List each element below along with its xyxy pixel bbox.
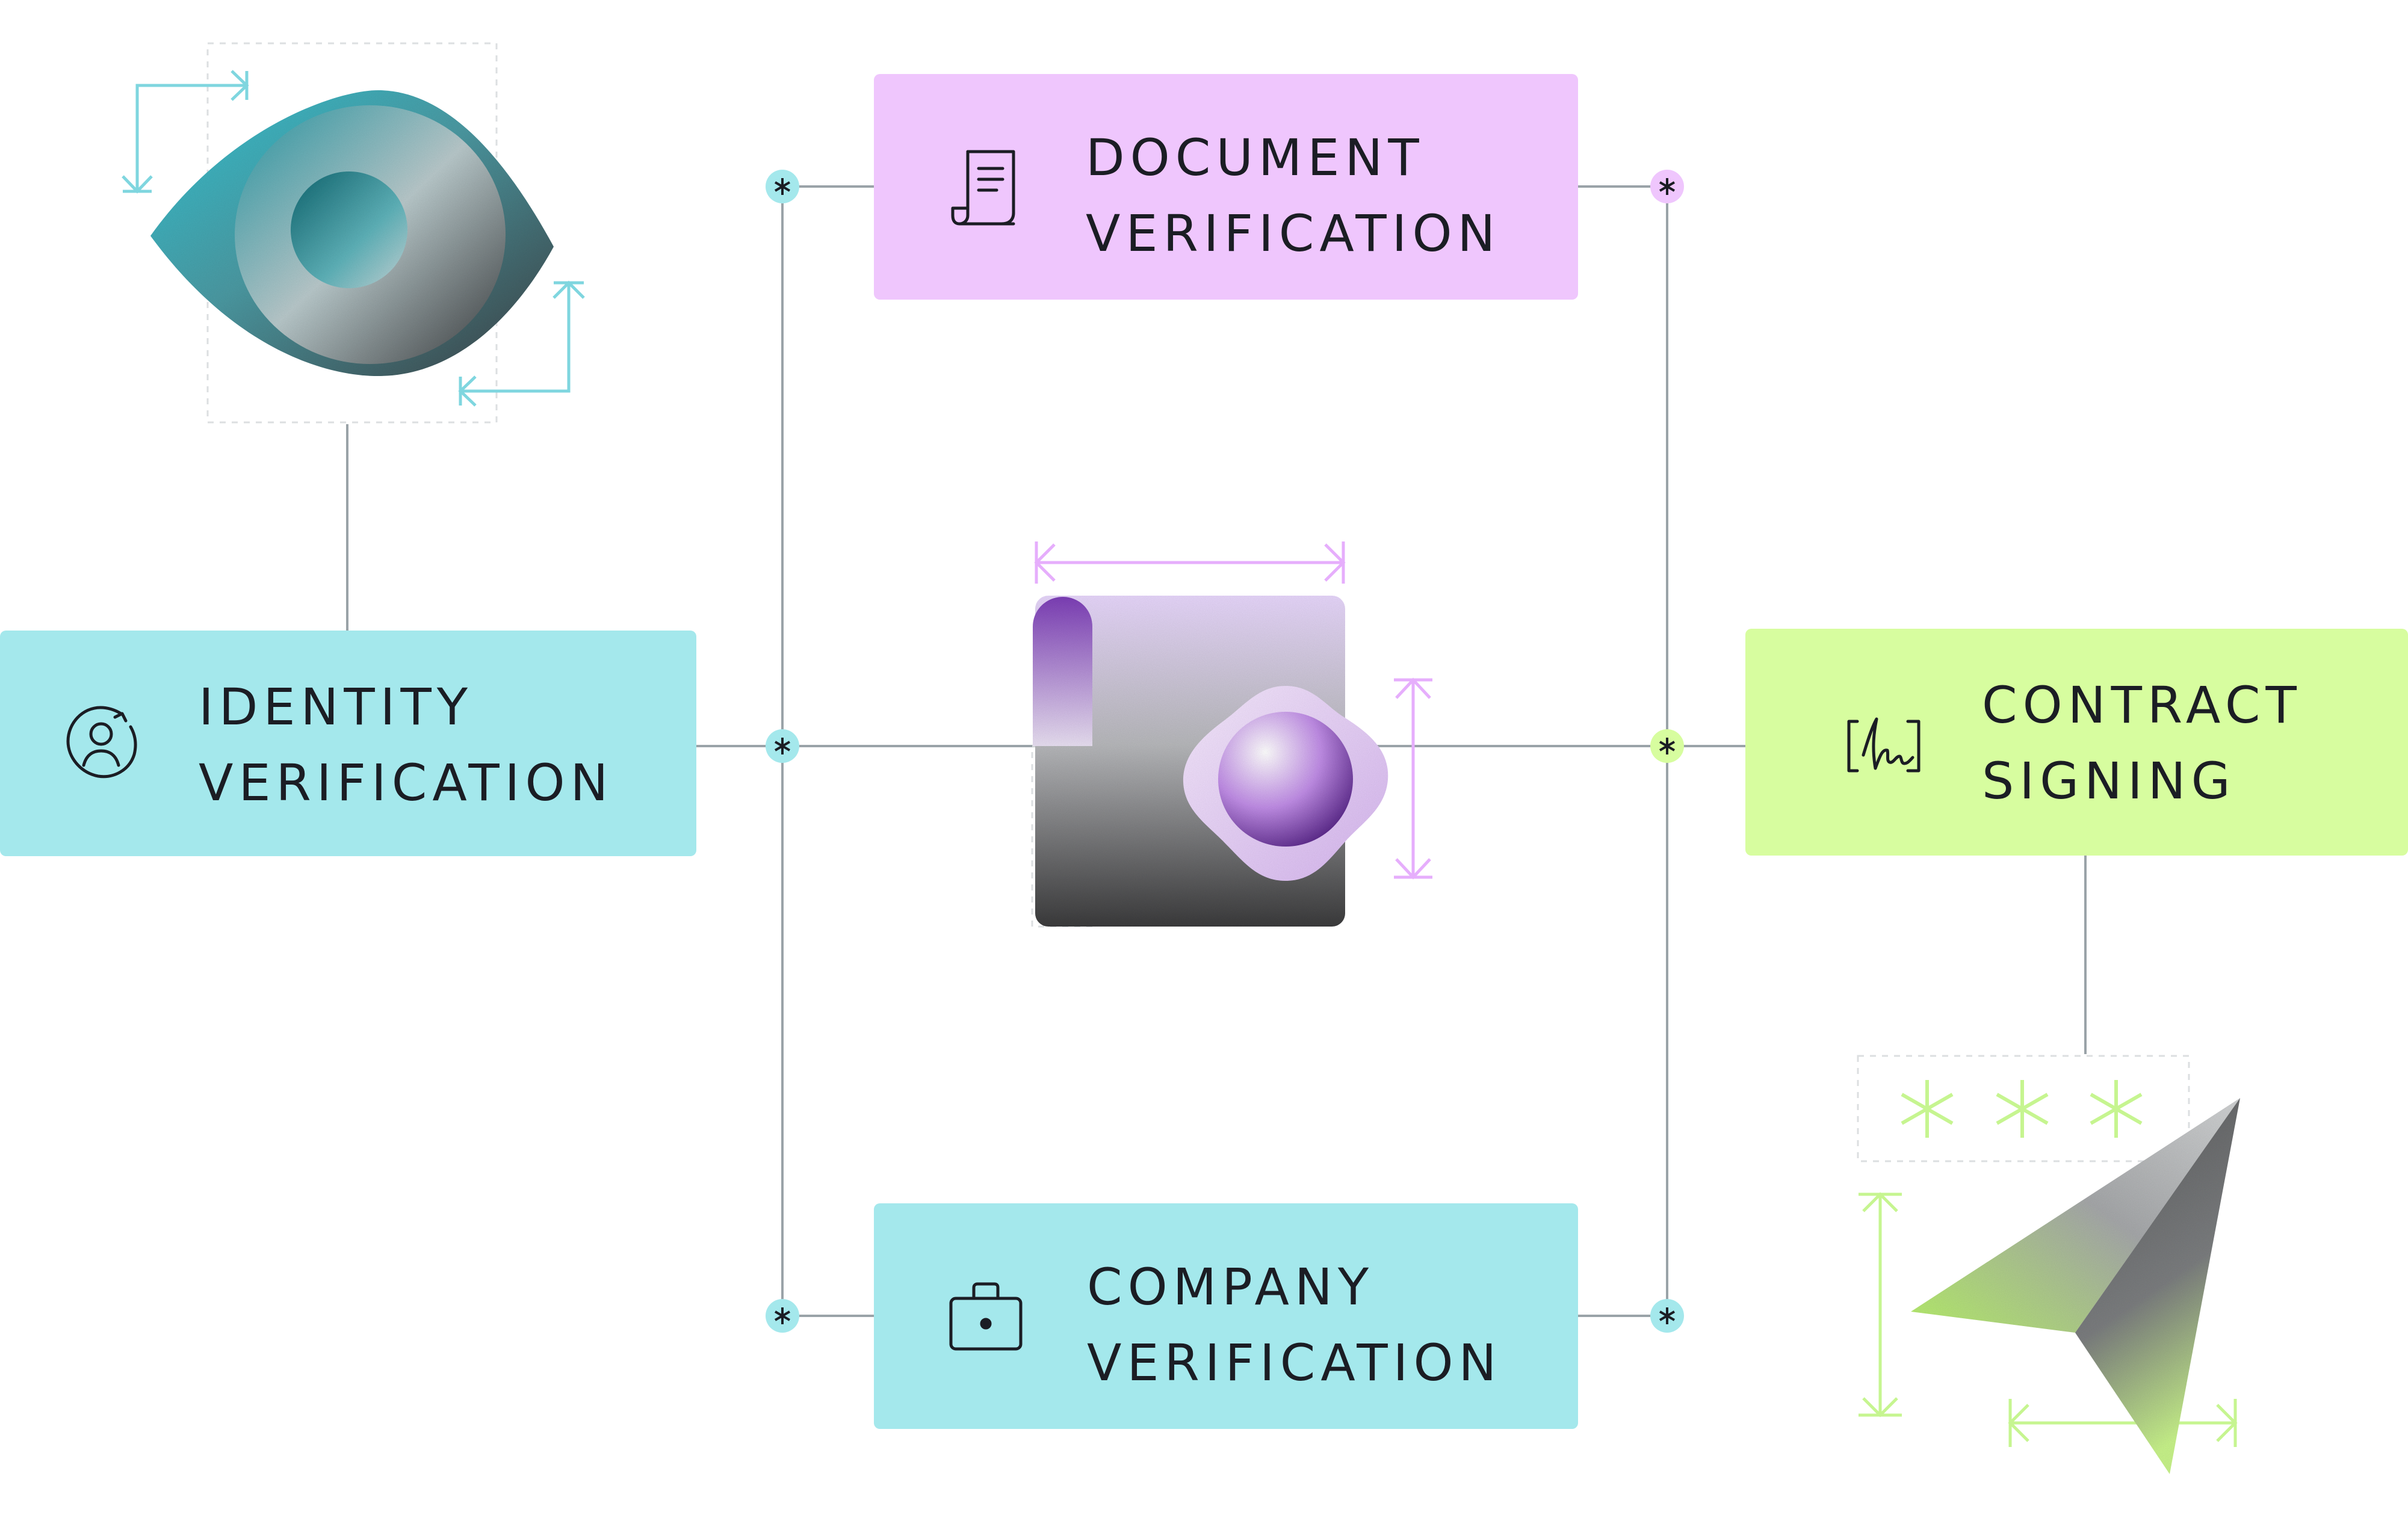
company-label-line1: COMPANY bbox=[1087, 1257, 1375, 1316]
cursor-height-measure bbox=[1859, 1192, 1902, 1418]
company-label-line2: VERIFICATION bbox=[1087, 1333, 1502, 1392]
document-icon-graphic bbox=[951, 150, 1015, 226]
identity-verification-box[interactable]: IDENTITY VERIFICATION bbox=[0, 631, 696, 856]
junction-dot bbox=[1650, 1299, 1684, 1333]
junction-dot bbox=[1650, 729, 1684, 763]
document-verification-box[interactable]: DOCUMENT VERIFICATION bbox=[874, 74, 1578, 300]
junction-dots bbox=[766, 170, 1684, 1333]
identity-verification-label: IDENTITY VERIFICATION bbox=[199, 669, 613, 821]
junction-dot bbox=[766, 1299, 799, 1333]
asterisk-mark bbox=[1996, 1080, 2049, 1138]
cursor-illustration bbox=[1857, 1055, 2240, 1474]
contract-signing-label: CONTRACT SIGNING bbox=[1982, 667, 2302, 819]
junction-dot bbox=[1650, 170, 1684, 203]
certificate-illustration bbox=[1031, 541, 1432, 928]
asterisk-guide-frame bbox=[1857, 1055, 2190, 1162]
document-verification-label: DOCUMENT VERIFICATION bbox=[1086, 120, 1500, 271]
briefcase-icon bbox=[949, 1282, 1023, 1351]
document-label-line2: VERIFICATION bbox=[1086, 204, 1501, 263]
cursor-arrow-right-face bbox=[2075, 1098, 2240, 1474]
password-asterisks bbox=[1901, 1080, 2143, 1138]
eye-pupil bbox=[291, 171, 407, 288]
contract-label-line1: CONTRACT bbox=[1982, 676, 2302, 735]
signature-icon bbox=[1847, 717, 1921, 773]
contract-signing-box[interactable]: CONTRACT SIGNING bbox=[1745, 629, 2408, 856]
company-verification-box[interactable]: COMPANY VERIFICATION bbox=[874, 1203, 1578, 1429]
certificate-width-measure bbox=[1034, 541, 1346, 584]
certificate-roll bbox=[1033, 597, 1092, 746]
certificate-seal-ball bbox=[1218, 712, 1353, 847]
asterisk-mark bbox=[2090, 1080, 2143, 1138]
company-verification-label: COMPANY VERIFICATION bbox=[1087, 1249, 1502, 1401]
junction-dot bbox=[766, 170, 799, 203]
asterisk-mark bbox=[1901, 1080, 1954, 1138]
document-label-line1: DOCUMENT bbox=[1086, 128, 1425, 187]
identity-label-line2: VERIFICATION bbox=[199, 753, 614, 812]
eye-illustration bbox=[122, 42, 585, 424]
eye-measure-marks bbox=[122, 70, 585, 407]
junction-dot bbox=[766, 729, 799, 763]
identity-label-line1: IDENTITY bbox=[199, 677, 474, 736]
cursor-width-measure bbox=[2008, 1399, 2238, 1447]
certificate-height-measure bbox=[1394, 677, 1432, 880]
contract-label-line2: SIGNING bbox=[1982, 751, 2236, 810]
cursor-arrow-left-face bbox=[1911, 1098, 2240, 1333]
user-sync-icon bbox=[66, 706, 137, 779]
